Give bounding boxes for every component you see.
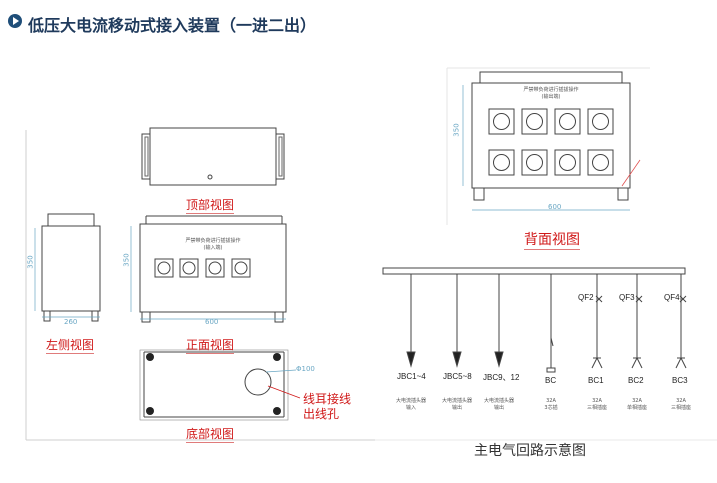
title-bullet-icon [8, 14, 22, 28]
bottom-view-label: 底部视图 [186, 427, 235, 443]
back-panel-text: 严禁带负荷进行插拔操作 (输出端) [523, 87, 579, 100]
top-view-drawing [141, 127, 285, 186]
node-jbc5-label: JBC5~8 [443, 372, 472, 381]
front-view-drawing [130, 215, 287, 323]
front-width-dim: 600 [205, 318, 219, 326]
node-bc1-label: BC1 [588, 376, 604, 385]
left-width-dim: 260 [64, 318, 78, 326]
page-title: 低压大电流移动式接入装置（一进二出） [28, 16, 317, 35]
node-jbc9-desc: 大电流插头器输出 [483, 398, 514, 411]
node-bc3-label: BC3 [672, 376, 688, 385]
left-view-drawing [34, 213, 101, 322]
circuit-diagram [382, 267, 687, 373]
breaker-qf2-label: QF2 [578, 293, 594, 302]
top-view-label: 顶部视图 [186, 198, 235, 214]
front-view-label: 正面视图 [186, 338, 235, 354]
back-view-label: 背面视图 [524, 229, 580, 250]
cable-hole-note: 线耳接线 出线孔 [303, 392, 352, 421]
back-height-dim: 350 [452, 123, 461, 137]
node-jbc5-desc: 大电流插头器输出 [441, 398, 472, 411]
front-height-dim: 350 [122, 253, 131, 267]
node-jbc9-label: JBC9、12 [483, 373, 520, 382]
breaker-qf4-label: QF4 [664, 293, 680, 302]
node-bc2-label: BC2 [628, 376, 644, 385]
breaker-qf3-label: QF3 [619, 293, 635, 302]
node-jbc1-label: JBC1~4 [397, 372, 426, 381]
node-bc-label: BC [545, 376, 557, 385]
hole-diameter-dim: Φ100 [296, 365, 315, 373]
left-height-dim: 350 [26, 255, 35, 269]
bottom-view-drawing [139, 349, 301, 421]
left-view-label: 左侧视图 [46, 338, 95, 354]
circuit-caption: 主电气回路示意图 [474, 443, 586, 459]
front-panel-text: 严禁带负荷进行插拔操作 (输入端) [185, 238, 241, 251]
back-width-dim: 600 [548, 203, 562, 211]
back-view-drawing [462, 71, 641, 211]
node-jbc1-desc: 大电流插头器输入 [395, 398, 426, 411]
